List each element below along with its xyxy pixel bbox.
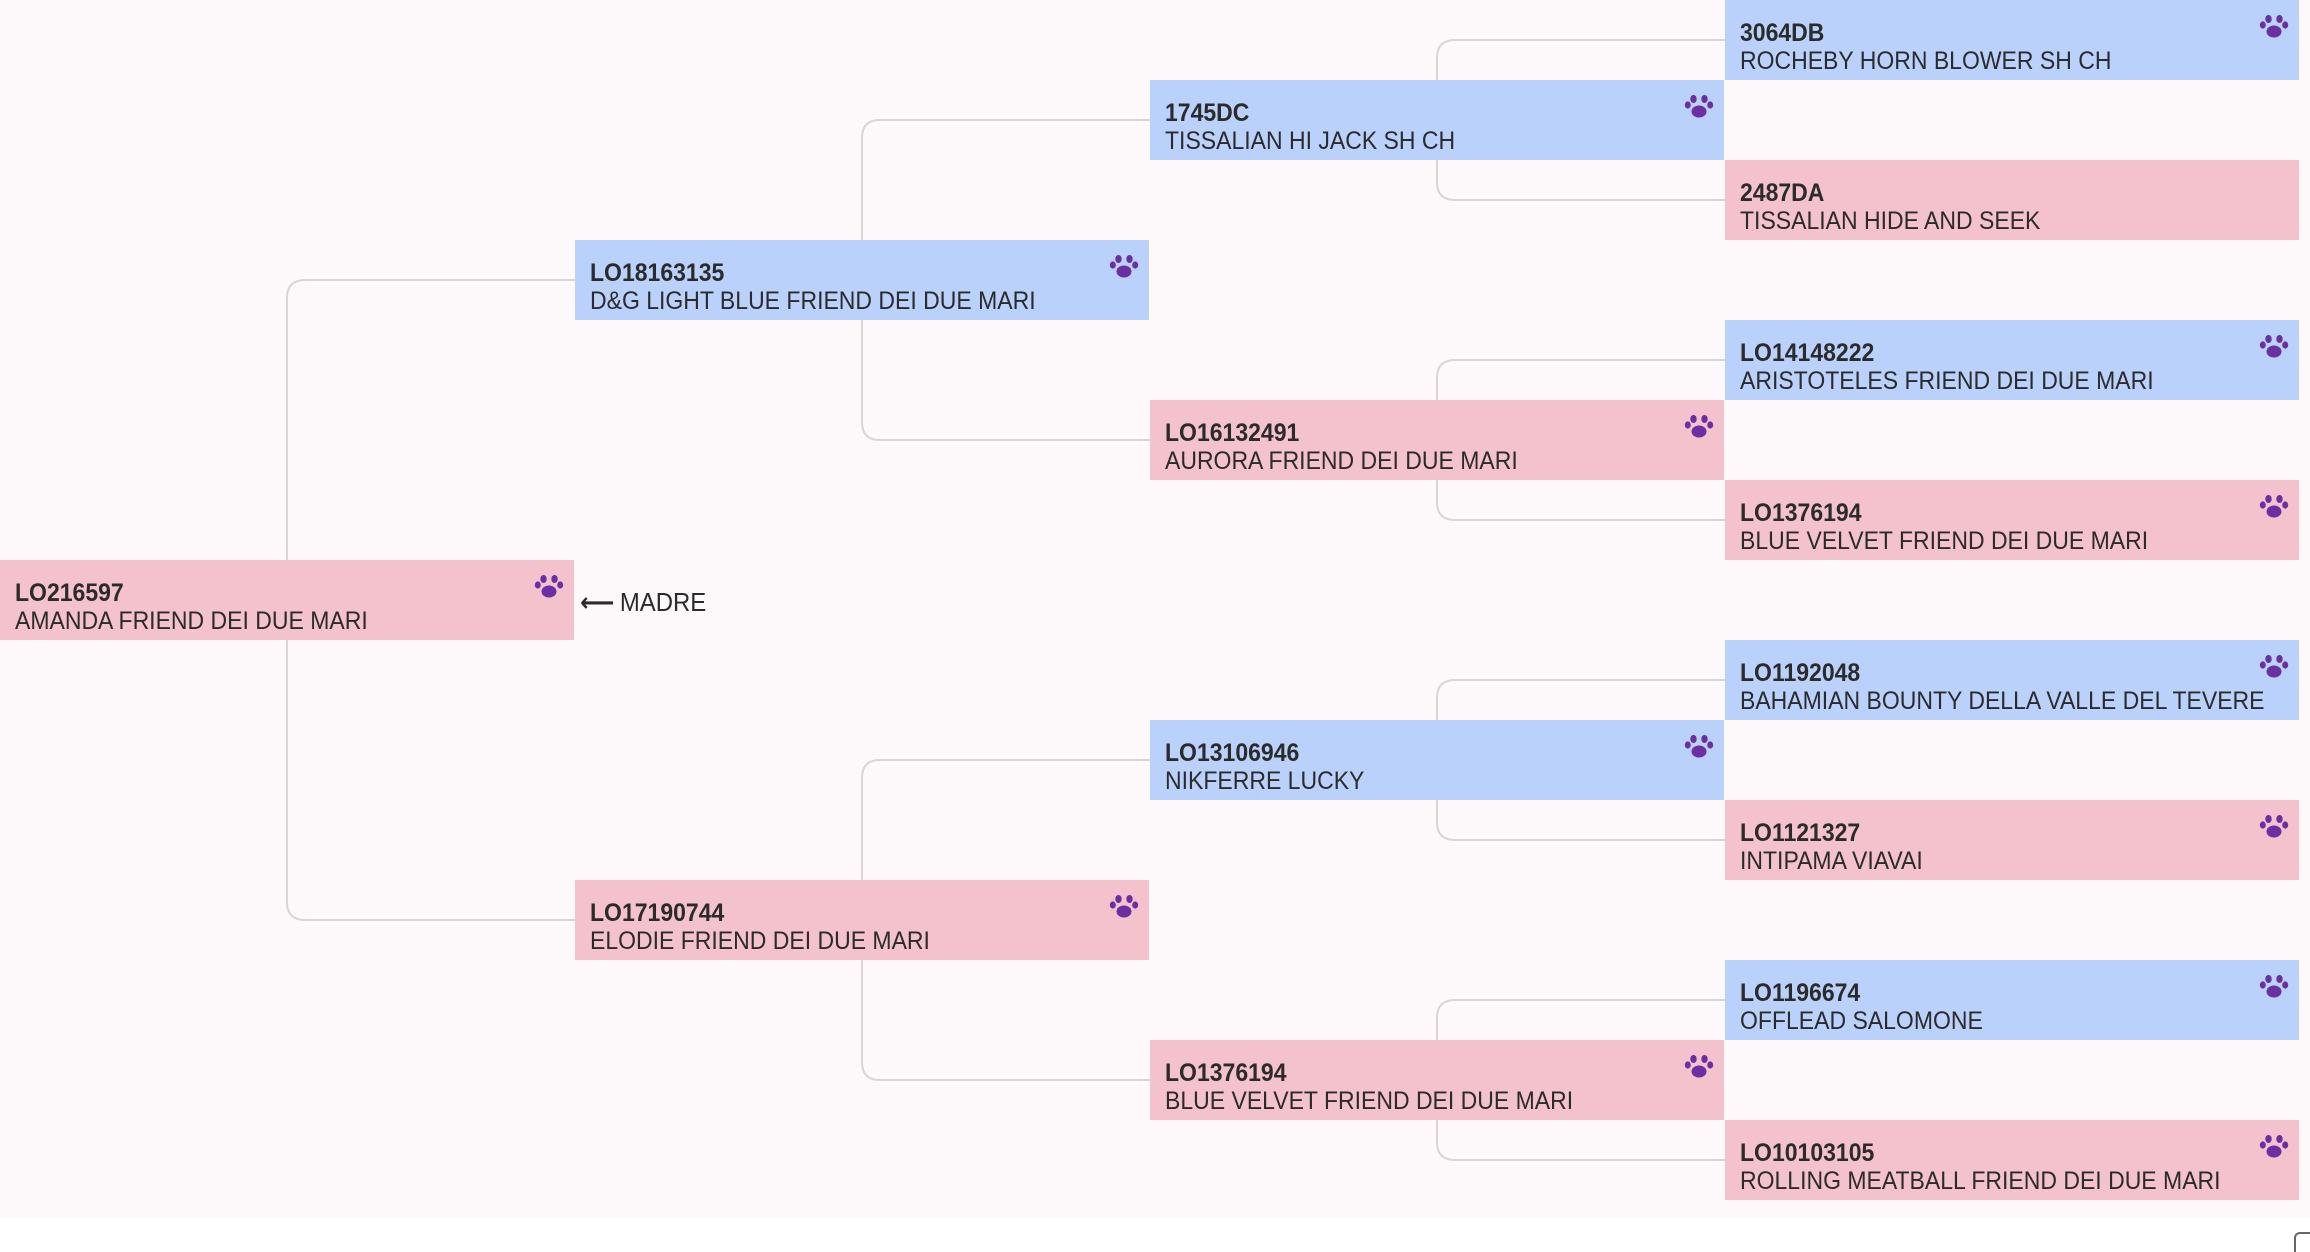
pedigree-connector-line <box>1436 359 1725 440</box>
pedigree-connector-line <box>1436 39 1725 120</box>
dog-name: INTIPAMA VIAVAI <box>1740 847 1923 875</box>
pedigree-connector-line <box>861 920 1150 1081</box>
paw-icon <box>2259 815 2289 838</box>
corner-bracket-icon <box>2294 1232 2310 1252</box>
dog-name: TISSALIAN HIDE AND SEEK <box>1740 207 2041 235</box>
registration-number: 3064DB <box>1740 19 1825 47</box>
paw-icon <box>2259 1135 2289 1158</box>
paw-icon <box>534 575 564 598</box>
paw-icon <box>1684 95 1714 118</box>
pedigree-connector-line <box>286 600 575 921</box>
paw-icon <box>2259 335 2289 358</box>
dog-name: D&G LIGHT BLUE FRIEND DEI DUE MARI <box>590 287 1036 315</box>
dam-label: ⟵MADRE <box>580 586 706 618</box>
dog-name: ARISTOTELES FRIEND DEI DUE MARI <box>1740 367 2154 395</box>
registration-number: LO1121327 <box>1740 819 1861 847</box>
pedigree-connector-line <box>1436 760 1725 841</box>
dog-name: ROCHEBY HORN BLOWER SH CH <box>1740 47 2112 75</box>
arrow-left-icon: ⟵ <box>580 587 615 617</box>
pedigree-connector-line <box>861 759 1150 920</box>
paw-icon <box>1109 255 1139 278</box>
paw-icon <box>2259 15 2289 38</box>
registration-number: LO18163135 <box>590 259 725 287</box>
pedigree-connector-line <box>861 119 1150 280</box>
pedigree-connector-line <box>1436 120 1725 201</box>
paw-icon <box>2259 495 2289 518</box>
dog-name: OFFLEAD SALOMONE <box>1740 1007 1983 1035</box>
pedigree-connector-line <box>1436 999 1725 1080</box>
pedigree-connector-line <box>1436 440 1725 521</box>
paw-icon <box>1684 1055 1714 1078</box>
dog-name: AURORA FRIEND DEI DUE MARI <box>1165 447 1518 475</box>
dog-name: AMANDA FRIEND DEI DUE MARI <box>15 607 368 635</box>
registration-number: LO1196674 <box>1740 979 1861 1007</box>
dog-name: ELODIE FRIEND DEI DUE MARI <box>590 927 930 955</box>
dog-name: NIKFERRE LUCKY <box>1165 767 1365 795</box>
paw-icon <box>1684 415 1714 438</box>
registration-number: 1745DC <box>1165 99 1250 127</box>
pedigree-connector-line <box>861 280 1150 441</box>
paw-icon <box>1109 895 1139 918</box>
dog-name: ROLLING MEATBALL FRIEND DEI DUE MARI <box>1740 1167 2221 1195</box>
dam-label-text: MADRE <box>619 587 707 617</box>
dog-name: BLUE VELVET FRIEND DEI DUE MARI <box>1165 1087 1574 1115</box>
pedigree-connector-line <box>286 279 575 600</box>
registration-number: LO1376194 <box>1165 1059 1287 1087</box>
registration-number: 2487DA <box>1740 179 1825 207</box>
registration-number: LO13106946 <box>1165 739 1300 767</box>
pedigree-connector-line <box>1436 1080 1725 1161</box>
dog-name: BAHAMIAN BOUNTY DELLA VALLE DEL TEVERE <box>1740 687 2265 715</box>
paw-icon <box>2259 975 2289 998</box>
paw-icon <box>1684 735 1714 758</box>
paw-icon <box>2259 655 2289 678</box>
registration-number: LO14148222 <box>1740 339 1875 367</box>
registration-number: LO1376194 <box>1740 499 1862 527</box>
registration-number: LO216597 <box>15 579 124 607</box>
registration-number: LO17190744 <box>590 899 725 927</box>
pedigree-connectors <box>286 39 1725 1161</box>
pedigree-connector-line <box>1436 679 1725 760</box>
registration-number: LO1192048 <box>1740 659 1861 687</box>
dog-name: TISSALIAN HI JACK SH CH <box>1165 127 1456 155</box>
dog-name: BLUE VELVET FRIEND DEI DUE MARI <box>1740 527 2149 555</box>
registration-number: LO10103105 <box>1740 1139 1875 1167</box>
registration-number: LO16132491 <box>1165 419 1300 447</box>
